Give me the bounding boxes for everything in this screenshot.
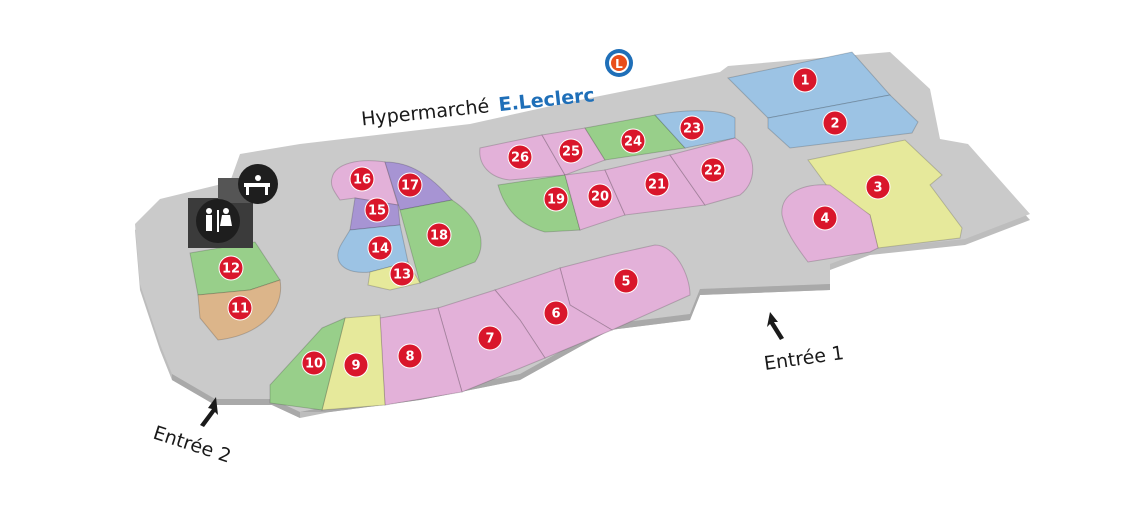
entrance-1-label: Entrée 1 [763,342,846,375]
unit-badge-circle [679,115,705,141]
unit-16-badge[interactable]: 16 [349,166,375,192]
unit-6-badge[interactable]: 6 [543,300,569,326]
unit-number: 15 [368,204,386,219]
unit-badge-circle [477,325,503,351]
unit-number: 19 [547,193,565,208]
unit-20-badge[interactable]: 20 [587,183,613,209]
unit-badge-circle [227,295,253,321]
entrance-2[interactable]: Entrée 2 [150,397,234,468]
unit-13-badge[interactable]: 13 [389,261,415,287]
unit-number: 25 [562,145,580,160]
unit-number: 8 [405,350,414,365]
unit-number: 12 [222,262,240,277]
unit-badge-circle [507,144,533,170]
unit-9-badge[interactable]: 9 [343,352,369,378]
unit-badge-circle [349,166,375,192]
unit-17-badge[interactable]: 17 [397,172,423,198]
unit-badge-circle [343,352,369,378]
unit-badge-circle [865,174,891,200]
unit-badge-circle [543,186,569,212]
entrance-1[interactable]: Entrée 1 [763,312,846,375]
unit-number: 11 [231,302,249,317]
unit-18-badge[interactable]: 18 [426,222,452,248]
unit-badge-circle [613,268,639,294]
unit-badge-circle [397,172,423,198]
unit-12-badge[interactable]: 12 [218,255,244,281]
brand-logo-icon: L [605,49,633,77]
unit-number: 1 [800,74,809,89]
unit-number: 21 [648,178,666,193]
unit-number: 24 [624,135,642,150]
unit-number: 7 [485,332,494,347]
unit-badge-circle [301,350,327,376]
unit-badge-circle [558,138,584,164]
unit-badge-circle [364,197,390,223]
unit-number: 10 [305,357,323,372]
entrance-2-label: Entrée 2 [150,422,233,468]
baby-changing-icon [238,164,278,204]
unit-21-badge[interactable]: 21 [644,171,670,197]
unit-15-badge[interactable]: 15 [364,197,390,223]
unit-14-badge[interactable]: 14 [367,235,393,261]
unit-badge-circle [218,255,244,281]
unit-24-badge[interactable]: 24 [620,128,646,154]
unit-26-badge[interactable]: 26 [507,144,533,170]
unit-badge-circle [700,157,726,183]
unit-2-badge[interactable]: 2 [822,110,848,136]
unit-5-badge[interactable]: 5 [613,268,639,294]
unit-badge-circle [426,222,452,248]
unit-number: 13 [393,268,411,283]
unit-22-badge[interactable]: 22 [700,157,726,183]
unit-4-badge[interactable]: 4 [812,205,838,231]
unit-23-badge[interactable]: 23 [679,115,705,141]
unit-badge-circle [587,183,613,209]
unit-number: 5 [621,275,630,290]
unit-number: 16 [353,173,371,188]
unit-number: 6 [551,307,560,322]
unit-19-badge[interactable]: 19 [543,186,569,212]
unit-11-badge[interactable]: 11 [227,295,253,321]
unit-badge-circle [389,261,415,287]
unit-number: 17 [401,179,419,194]
unit-badge-circle [822,110,848,136]
unit-badge-circle [644,171,670,197]
unit-number: 20 [591,190,609,205]
unit-number: 3 [873,181,882,196]
unit-10-badge[interactable]: 10 [301,350,327,376]
unit-badge-circle [812,205,838,231]
unit-25-badge[interactable]: 25 [558,138,584,164]
unit-badge-circle [397,343,423,369]
unit-7-badge[interactable]: 7 [477,325,503,351]
unit-badge-circle [792,67,818,93]
unit-number: 4 [820,212,829,227]
unit-number: 9 [351,359,360,374]
unit-number: 26 [511,151,529,166]
restroom-icon [196,199,240,243]
unit-8-badge[interactable]: 8 [397,343,423,369]
unit-3-badge[interactable]: 3 [865,174,891,200]
unit-number: 23 [683,122,701,137]
unit-badge-circle [620,128,646,154]
entrance-2-arrow-icon [200,397,218,427]
unit-1-badge[interactable]: 1 [792,67,818,93]
brand-logo-letter: L [615,57,623,71]
unit-number: 18 [430,229,448,244]
unit-badge-circle [367,235,393,261]
entrance-1-arrow-icon [767,312,784,340]
unit-number: 2 [830,117,839,132]
unit-number: 14 [371,242,389,257]
unit-number: 22 [704,164,722,179]
unit-badge-circle [543,300,569,326]
